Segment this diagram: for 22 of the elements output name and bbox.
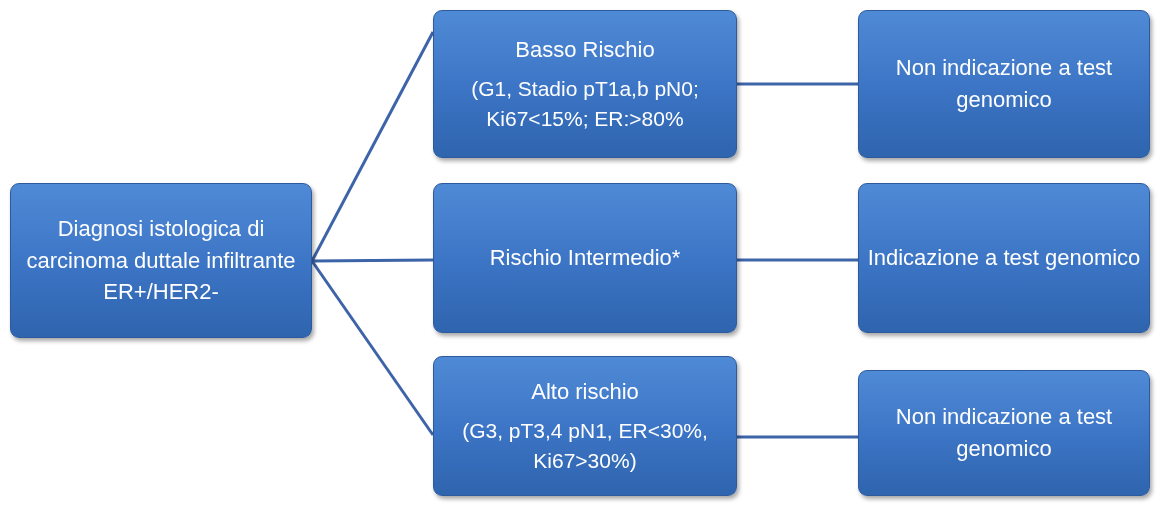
box-detail: (G1, Stadio pT1a,b pN0; Ki67<15%; ER:>80% bbox=[470, 75, 700, 132]
process-box bbox=[10, 183, 312, 338]
box-title: Rischio Intermedio* bbox=[489, 244, 681, 273]
box-title: Non indicazione a test genomico bbox=[894, 403, 1114, 463]
process-box bbox=[433, 356, 737, 496]
connector-line bbox=[737, 258, 858, 262]
process-box bbox=[858, 183, 1150, 333]
box-title: Indicazione a test genomico bbox=[867, 244, 1141, 273]
process-box bbox=[433, 10, 737, 158]
box-detail: (G3, pT3,4 pN1, ER<30%, Ki67>30%) bbox=[461, 417, 709, 474]
process-box bbox=[433, 183, 737, 333]
box-title: Non indicazione a test genomico bbox=[894, 54, 1114, 114]
connector-line bbox=[312, 258, 433, 263]
box-title: Diagnosi istologica di carcinoma duttale infiltrante ER+/HER2- bbox=[25, 214, 297, 307]
process-box bbox=[858, 10, 1150, 158]
box-title: Basso Rischio bbox=[515, 35, 655, 64]
process-box bbox=[858, 370, 1150, 496]
connector-line bbox=[310, 31, 435, 262]
box-title: Alto rischio bbox=[531, 377, 639, 406]
connector-line bbox=[310, 260, 435, 436]
connector-line bbox=[737, 435, 858, 439]
connector-line bbox=[737, 82, 858, 86]
